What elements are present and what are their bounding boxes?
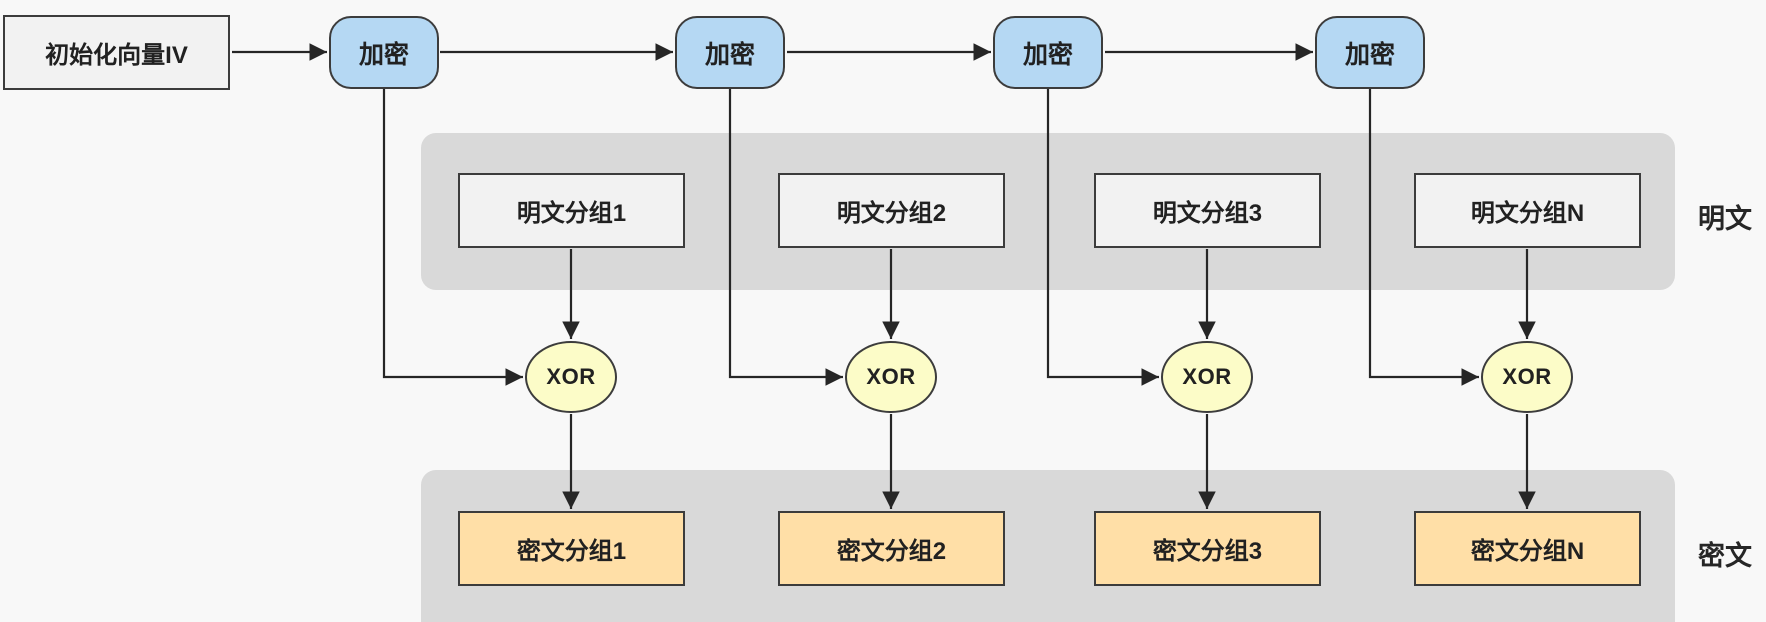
ciphertext-block-1: 密文分组1 <box>458 511 685 586</box>
ciphertext-block-3: 密文分组3 <box>1094 511 1321 586</box>
plaintext-block-N: 明文分组N <box>1414 173 1641 248</box>
plaintext-block-2: 明文分组2 <box>778 173 1005 248</box>
xor-node-2: XOR <box>845 341 937 413</box>
encrypt-node-3: 加密 <box>993 16 1103 89</box>
xor-node-3: XOR <box>1161 341 1253 413</box>
xor-node-4: XOR <box>1481 341 1573 413</box>
ciphertext-block-N: 密文分组N <box>1414 511 1641 586</box>
arrow-encrypt1-to-xor1 <box>382 89 523 386</box>
plaintext-band-label: 明文 <box>1698 204 1752 234</box>
ciphertext-band-label: 密文 <box>1698 541 1752 571</box>
arrow-encrypt2-to-xor2 <box>728 89 843 386</box>
xor-node-1: XOR <box>525 341 617 413</box>
ciphertext-block-2: 密文分组2 <box>778 511 1005 586</box>
arrow-encrypt4-to-xor4 <box>1368 89 1479 386</box>
encrypt-node-4: 加密 <box>1315 16 1425 89</box>
encrypt-node-2: 加密 <box>675 16 785 89</box>
plaintext-block-3: 明文分组3 <box>1094 173 1321 248</box>
encrypt-node-1: 加密 <box>329 16 439 89</box>
arrow-encrypt3-to-xor3 <box>1046 89 1159 386</box>
iv-box: 初始化向量IV <box>3 15 230 90</box>
plaintext-block-1: 明文分组1 <box>458 173 685 248</box>
